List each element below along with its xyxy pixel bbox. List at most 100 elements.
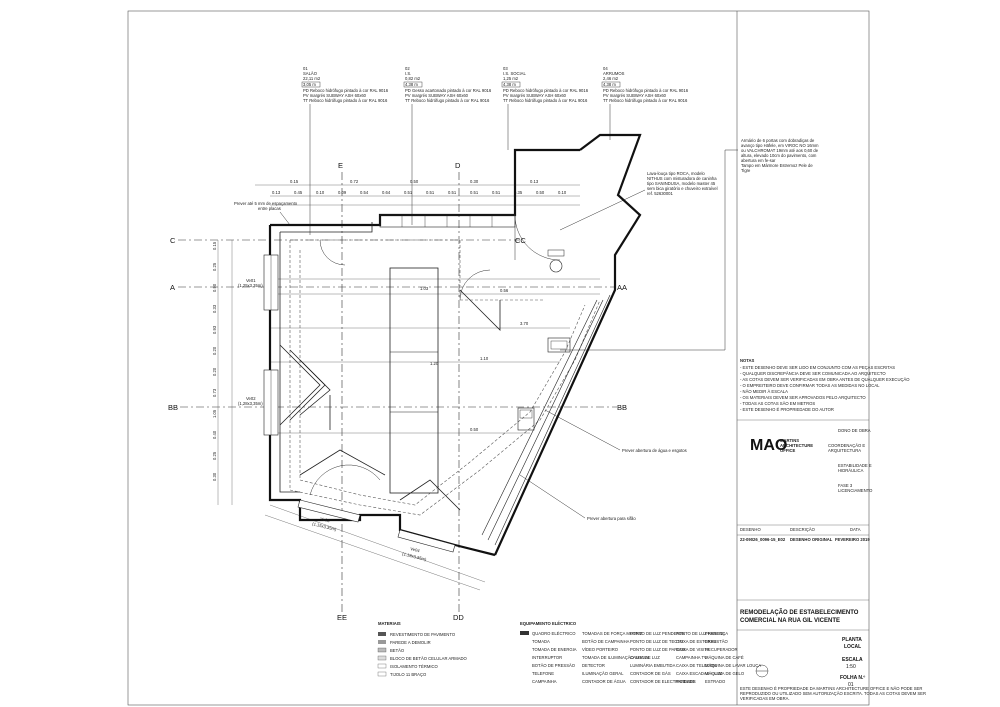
owner-label: DONO DE OBRA xyxy=(838,428,871,433)
svg-text:NITHUS com misturadora de cani: NITHUS com misturadora de caninha xyxy=(647,176,717,181)
room-header-01: 01 SALÃO 22,11 m2 3,05 m PD Reboco hidró… xyxy=(301,66,389,103)
note-lavaloica: Lava-louça tipo ROCA, modelo NITHUS com … xyxy=(559,171,718,231)
grid-label-e: E xyxy=(338,161,343,170)
sheet-border xyxy=(127,10,870,706)
dimension-text-left: 0.25 xyxy=(212,451,217,460)
general-note-line: - ESTE DESENHO É PROPRIEDADE DO AUTOR xyxy=(740,407,834,412)
svg-text:PD Reboco hidrófugo pintado à: PD Reboco hidrófugo pintado à cor RAL 90… xyxy=(603,88,689,93)
svg-text:DATA: DATA xyxy=(850,527,861,532)
svg-text:DESENHO: DESENHO xyxy=(740,527,761,532)
equipment-legend-item: VÍDEO PORTEIRO xyxy=(582,647,619,652)
dimension-text-mid: 3.70 xyxy=(520,321,529,326)
equipment-legend-item: TOMADA DE ENERGIA xyxy=(532,647,577,652)
sink-fixture xyxy=(547,337,571,353)
equipment-legend-item: CALHA DE LUZ xyxy=(630,655,660,660)
svg-text:TIJOLO 11 BRAÇO: TIJOLO 11 BRAÇO xyxy=(390,672,427,677)
equipment-legend-item: PAREDES xyxy=(676,679,696,684)
equipment-legend-item: LUMINÁRIA EMBUTIDA xyxy=(630,663,676,668)
dimension-text-top: 0.50 xyxy=(536,190,545,195)
svg-text:Prever abertura para sifão: Prever abertura para sifão xyxy=(587,516,636,521)
grid-label-dd: DD xyxy=(453,613,464,622)
svg-text:I.S.: I.S. xyxy=(405,71,411,76)
equipment-legend-item: CAMPAINHA xyxy=(532,679,557,684)
dimension-text-mid: 1.20 xyxy=(430,361,439,366)
svg-text:4,38 m: 4,38 m xyxy=(603,82,616,87)
svg-text:abertura em fe-sar: abertura em fe-sar xyxy=(741,158,776,163)
svg-text:PLANTA: PLANTA xyxy=(842,637,862,643)
equipment-legend-item: RECUPERADOR xyxy=(705,647,738,652)
general-note-line: - ESTE DESENHO DEVE SER LIDO EM CONJUNTO… xyxy=(740,365,895,370)
svg-text:01: 01 xyxy=(303,66,308,71)
inner-floor-outline xyxy=(289,239,601,516)
svg-text:tipo SANINDUSA, modelo master: tipo SANINDUSA, modelo master 45 xyxy=(647,181,716,186)
svg-text:2,46 m2: 2,46 m2 xyxy=(603,76,619,81)
svg-text:Lava-louça tipo ROCA, modelo: Lava-louça tipo ROCA, modelo xyxy=(647,171,705,176)
svg-text:I.S. SOCIAL: I.S. SOCIAL xyxy=(503,71,526,76)
dimension-text-top: 0.30 xyxy=(470,179,479,184)
window-ve02: Ve02 (1,28x3,35m) xyxy=(238,369,279,436)
room-header-04: 04 ARRUMOS 2,46 m2 4,38 m PD Reboco hidr… xyxy=(601,66,689,103)
equipment-legend-item: MÁQUINA DE LAVAR LOUÇA xyxy=(705,663,761,668)
svg-text:4,38 m: 4,38 m xyxy=(405,82,418,87)
svg-text:(1,15x3,35m): (1,15x3,35m) xyxy=(312,521,338,532)
svg-text:PV margrés SUBWAY ASH 60x60: PV margrés SUBWAY ASH 60x60 xyxy=(503,93,567,98)
dimension-text-mid: 1.03 xyxy=(420,286,429,291)
dimension-text-top: 0.51 xyxy=(448,190,457,195)
dimension-text-top: 0.09 xyxy=(338,190,347,195)
svg-text:FEVEREIRO 2019: FEVEREIRO 2019 xyxy=(835,537,870,542)
equipment-legend-item: PONTO DE LUZ PAREDE xyxy=(676,631,725,636)
general-note-line: - AS COTAS DEVEM SER VERIFICADAS EM OBRA… xyxy=(740,377,910,382)
note-agua: Prever abertura de água e esgotos xyxy=(544,409,687,453)
svg-text:PD Reboco hidrófugo pintado à: PD Reboco hidrófugo pintado à cor RAL 90… xyxy=(503,88,589,93)
equipment-legend: EQUIPAMENTO ELÉCTRICO QUADRO ELÉCTRICOTO… xyxy=(520,621,761,684)
svg-text:ESTE DESENHO É PROPRIEDADE DA: ESTE DESENHO É PROPRIEDADE DA MARTINS AR… xyxy=(740,686,922,691)
svg-text:COORDENAÇÃO E: COORDENAÇÃO E xyxy=(828,443,865,448)
svg-text:ARCHITECTURE: ARCHITECTURE xyxy=(780,443,813,448)
office-logo: MAO xyxy=(750,437,787,454)
exterior-walls xyxy=(268,133,642,557)
equipment-legend-item: PRESENÇA xyxy=(705,631,728,636)
svg-text:(1,25x3,35m): (1,25x3,35m) xyxy=(238,283,263,288)
general-note-line: - O EMPREITEIRO DEVE CONFIRMAR TODAS AS … xyxy=(740,383,880,388)
project-title-2: COMERCIAL NA RUA GIL VICENTE xyxy=(740,618,840,624)
room-header-02: 02 I.S. 0,82 m2 4,38 m PD Gesso acartona… xyxy=(403,66,492,103)
general-note-line: - NÃO MEDIR À ESCALA xyxy=(740,389,788,394)
dimension-text-mid: 0.56 xyxy=(500,288,509,293)
svg-text:SALÃO: SALÃO xyxy=(303,71,318,76)
svg-text:REVESTIMENTO DE PAVIMENTO: REVESTIMENTO DE PAVIMENTO xyxy=(390,632,456,637)
equipment-legend-item: EXAUSTÃO xyxy=(705,639,729,644)
dimension-text-top: 0.51 xyxy=(492,190,501,195)
equipment-legend-item: PONTO DE LUZ DE PAREDE xyxy=(630,647,686,652)
svg-text:Ve04: Ve04 xyxy=(410,546,421,553)
note-espacamento: Prever até 5 mm de espaçamento entre pla… xyxy=(234,201,298,226)
dimension-text-top: 0.51 xyxy=(426,190,435,195)
grid-label-bb-right: BB xyxy=(617,403,627,412)
svg-text:FASE 3: FASE 3 xyxy=(838,483,853,488)
grid-axes: C A AA BB BB CC D DD E EE xyxy=(168,161,627,622)
equipment-legend-item: CONTADOR DE ELECTRICIDADE xyxy=(630,679,696,684)
svg-text:PV margrés SUBWAY ASH 60x60: PV margrés SUBWAY ASH 60x60 xyxy=(405,93,469,98)
equipment-legend-item: CAMPAINHA TV xyxy=(676,655,707,660)
svg-text:ou VALCHROMAT 19mm até aos 0,6: ou VALCHROMAT 19mm até aos 0,60 de xyxy=(741,148,819,153)
right-wall-layers xyxy=(481,294,611,546)
svg-text:OFFICE: OFFICE xyxy=(780,448,796,453)
svg-text:4,38 m: 4,38 m xyxy=(503,82,516,87)
dimension-text-left: 0.73 xyxy=(212,388,217,397)
equipment-legend-item: QUADRO ELÉCTRICO xyxy=(532,631,576,636)
svg-text:Prever até 5 mm de espaçamento: Prever até 5 mm de espaçamento xyxy=(234,201,298,206)
equipment-legend-item: TELEFONE xyxy=(532,671,554,676)
dimension-text-left: 0.90 xyxy=(212,283,217,292)
equipment-legend-item: BOTÃO DE CAMPAINHA xyxy=(582,639,630,644)
dimension-text-mid: 0.50 xyxy=(470,427,479,432)
equipment-legend-item: MÁQUINA DE GELO xyxy=(705,671,745,676)
svg-text:DESCRIÇÃO: DESCRIÇÃO xyxy=(790,527,816,532)
svg-text:REPRODUZIDO OU UTILIZADO SEM A: REPRODUZIDO OU UTILIZADO SEM AUTORIZAÇÃO… xyxy=(740,691,926,696)
grid-label-c: C xyxy=(170,236,176,245)
svg-text:1:50: 1:50 xyxy=(846,664,856,670)
grid-label-a: A xyxy=(170,283,175,292)
svg-text:NOTAS: NOTAS xyxy=(740,358,755,363)
svg-text:22-09026_0096-15_E02: 22-09026_0096-15_E02 xyxy=(740,537,786,542)
svg-text:altura, elevado 10cm do pavime: altura, elevado 10cm do pavimento, com xyxy=(741,153,817,158)
grid-label-d: D xyxy=(455,161,461,170)
